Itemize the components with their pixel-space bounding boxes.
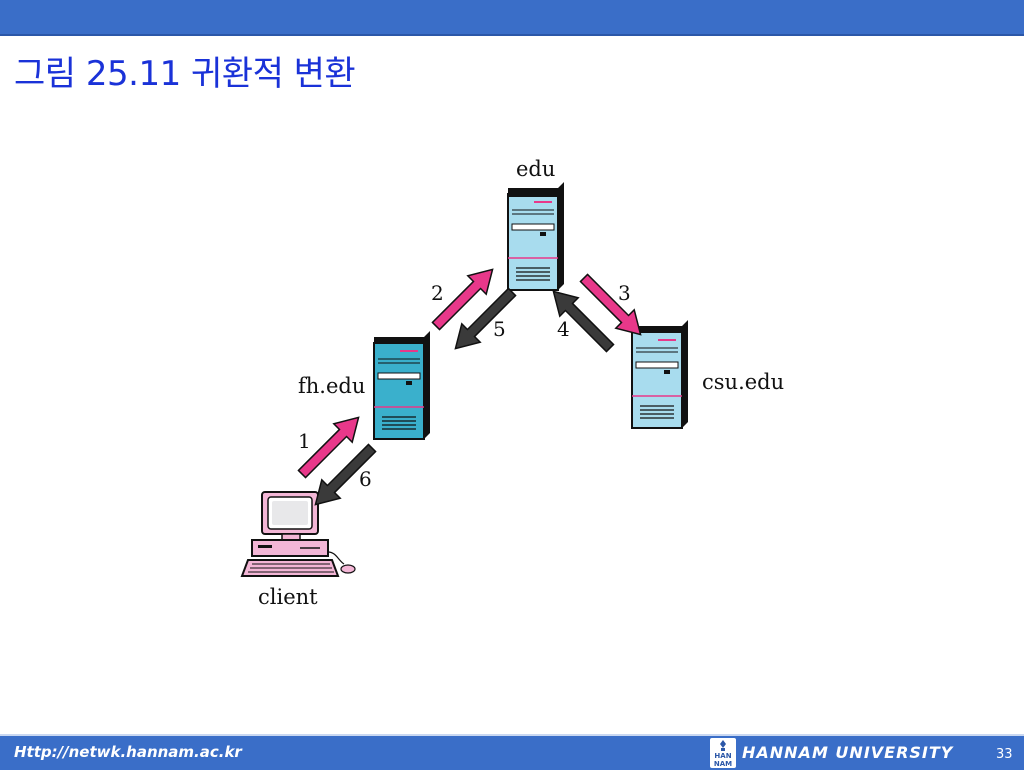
arrow-step-5 — [445, 282, 522, 359]
page-number: 33 — [996, 747, 1013, 762]
slide-title: 그림 25.11 귀환적 변환 — [14, 54, 356, 94]
footer-bar: Http://netwk.hannam.ac.kr HAN NAM HANNAM… — [0, 734, 1024, 770]
label-edu: edu — [516, 157, 555, 181]
step-label-6: 6 — [359, 467, 372, 491]
label-fh-edu: fh.edu — [298, 374, 365, 398]
step-label-3: 3 — [618, 281, 631, 305]
header-bar — [0, 0, 1024, 36]
step-label-1: 1 — [298, 429, 311, 453]
server-fh-edu — [373, 331, 430, 440]
server-edu — [507, 182, 564, 291]
svg-text:HAN: HAN — [714, 752, 731, 760]
footer-url-link[interactable]: Http://netwk.hannam.ac.kr — [14, 743, 242, 761]
step-label-2: 2 — [431, 281, 444, 305]
svg-text:NAM: NAM — [714, 760, 732, 768]
step-label-5: 5 — [493, 317, 506, 341]
step-label-4: 4 — [557, 317, 570, 341]
label-client: client — [258, 585, 318, 609]
label-csu-edu: csu.edu — [702, 370, 784, 394]
university-name: HANNAM UNIVERSITY — [742, 743, 954, 762]
arrow-step-3 — [574, 268, 651, 345]
university-logo-icon: HAN NAM — [710, 738, 736, 768]
arrow-step-4 — [543, 281, 620, 358]
client-computer — [240, 491, 356, 577]
server-csu-edu — [631, 320, 688, 429]
